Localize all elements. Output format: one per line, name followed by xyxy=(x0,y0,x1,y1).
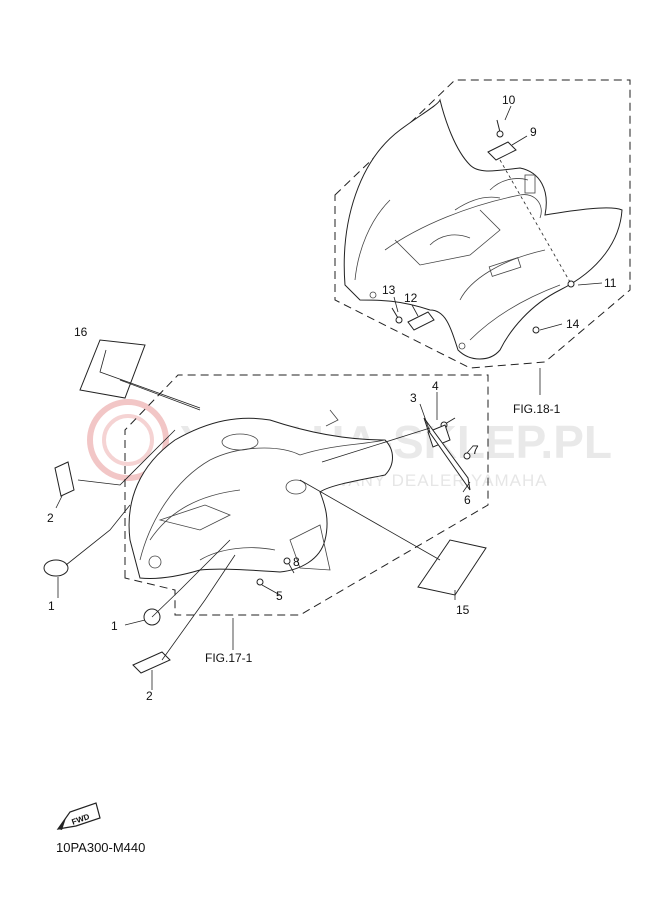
diagram-code: 10PA300-M440 xyxy=(56,840,146,855)
front-fender[interactable] xyxy=(128,409,393,579)
callout-1-upper: 1 xyxy=(48,599,55,613)
callout-11: 11 xyxy=(604,276,617,290)
nut-5[interactable] xyxy=(256,578,264,586)
rear-fender-group-outline xyxy=(334,79,631,369)
callout-14: 14 xyxy=(566,317,580,331)
callout-2-lower: 2 xyxy=(146,689,153,703)
label-2-upper[interactable] xyxy=(54,461,75,497)
nut-11[interactable] xyxy=(567,280,575,288)
callout-4: 4 xyxy=(432,379,439,393)
label-6[interactable] xyxy=(423,417,471,491)
fig-ref-front[interactable]: FIG.17-1 xyxy=(205,651,253,665)
bolt-10[interactable] xyxy=(496,119,504,138)
callout-2-upper: 2 xyxy=(47,511,54,525)
cover-16[interactable] xyxy=(79,339,146,399)
front-fender-group-outline xyxy=(124,374,489,616)
nut-14[interactable] xyxy=(532,326,540,334)
callout-16: 16 xyxy=(74,325,88,339)
callout-10: 10 xyxy=(502,93,516,107)
callout-12: 12 xyxy=(404,291,418,305)
label-2-lower[interactable] xyxy=(132,651,171,674)
label-12[interactable] xyxy=(407,311,435,331)
rear-fender[interactable] xyxy=(343,98,623,360)
cover-15[interactable] xyxy=(417,539,487,596)
callout-3: 3 xyxy=(410,391,417,405)
watermark-logo-icon xyxy=(87,399,169,481)
callout-9: 9 xyxy=(530,125,537,139)
callout-5: 5 xyxy=(276,589,283,603)
callout-13: 13 xyxy=(382,283,396,297)
callout-1-lower: 1 xyxy=(111,619,118,633)
nut-8[interactable] xyxy=(283,557,291,565)
callout-15: 15 xyxy=(456,603,470,617)
bolt-13[interactable] xyxy=(391,307,403,324)
callout-8: 8 xyxy=(293,555,300,569)
callout-6: 6 xyxy=(464,493,471,507)
fig-ref-rear[interactable]: FIG.18-1 xyxy=(513,402,561,416)
label-9[interactable] xyxy=(487,141,517,161)
forward-arrow-icon: FWD xyxy=(56,802,101,830)
callout-7: 7 xyxy=(472,443,479,457)
emblem-1-upper[interactable] xyxy=(43,559,69,577)
nut-7[interactable] xyxy=(463,452,471,460)
